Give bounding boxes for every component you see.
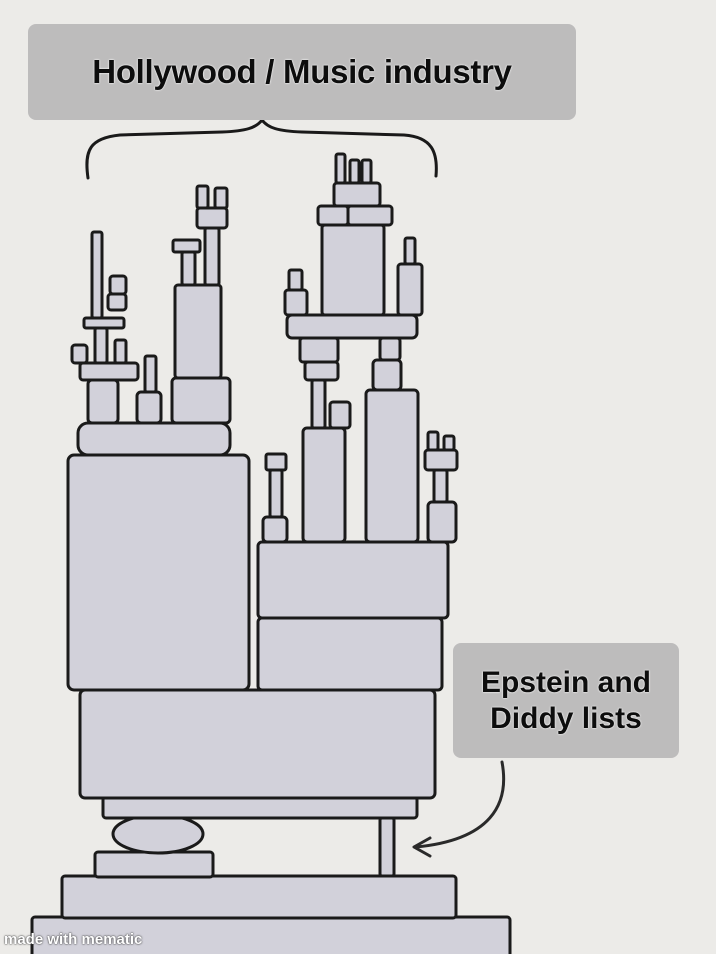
tower-block <box>143 354 158 394</box>
tower-block <box>301 426 347 544</box>
meme-title-caption: Hollywood / Music industry <box>28 24 576 120</box>
tower-block <box>346 204 394 227</box>
tower-block <box>426 430 440 452</box>
tower-block <box>264 452 288 472</box>
tower-block <box>287 268 304 292</box>
tower-block <box>332 181 382 208</box>
tower-block <box>108 274 128 296</box>
tower-block <box>213 186 229 210</box>
tower-block <box>180 250 197 287</box>
tower-block <box>78 361 140 382</box>
base-slab-3 <box>93 850 215 879</box>
tower-block <box>432 468 449 504</box>
curly-brace <box>85 117 438 180</box>
tower-block <box>310 378 327 430</box>
tower-block <box>93 326 109 365</box>
round-support <box>111 813 205 855</box>
tower-block <box>113 338 128 365</box>
tower-block <box>203 226 221 287</box>
tower-block <box>70 343 89 365</box>
tower-block <box>423 448 459 472</box>
tower-block <box>171 238 202 254</box>
tower-block <box>303 360 340 382</box>
tower-block <box>173 283 223 380</box>
tower-block <box>90 230 104 320</box>
tower-block <box>170 376 232 425</box>
big-block-lower <box>78 688 437 800</box>
tower-block <box>283 288 309 317</box>
base-slab-2 <box>60 874 458 920</box>
block-right-lower <box>256 616 444 692</box>
tower-block <box>334 152 347 185</box>
tower-block <box>364 388 420 544</box>
tower-block <box>442 434 456 452</box>
tower-block <box>298 336 340 364</box>
tower-block <box>261 515 289 544</box>
tower-block <box>403 236 417 266</box>
tower-block <box>195 206 229 230</box>
block-right-upper <box>256 540 450 620</box>
meme-title-text: Hollywood / Music industry <box>92 53 512 90</box>
upper-platform <box>285 313 419 340</box>
tower-block <box>328 400 352 430</box>
tower-block <box>106 292 128 312</box>
tower-block <box>195 184 210 210</box>
tower-block <box>378 336 402 362</box>
arrow-head <box>412 836 432 858</box>
tower-block <box>360 158 373 185</box>
tower-block <box>135 390 163 425</box>
tower-block <box>348 158 361 185</box>
tower-block <box>371 358 403 392</box>
tower-block <box>268 468 284 519</box>
crossbeam <box>101 795 419 820</box>
watermark: made with mematic <box>4 931 143 948</box>
left-platform <box>76 421 232 457</box>
tower-block <box>86 378 120 425</box>
tower-block <box>426 500 458 544</box>
annotation-text: Epstein and Diddy lists <box>480 665 652 735</box>
tower-block <box>320 223 386 317</box>
big-block-left <box>66 453 251 692</box>
tower-block <box>82 316 126 330</box>
tower-block <box>396 262 424 317</box>
pointer-arrow <box>414 760 506 849</box>
tower-block <box>316 204 350 227</box>
thin-support-stick <box>378 816 396 878</box>
annotation-caption: Epstein and Diddy lists <box>453 643 679 758</box>
